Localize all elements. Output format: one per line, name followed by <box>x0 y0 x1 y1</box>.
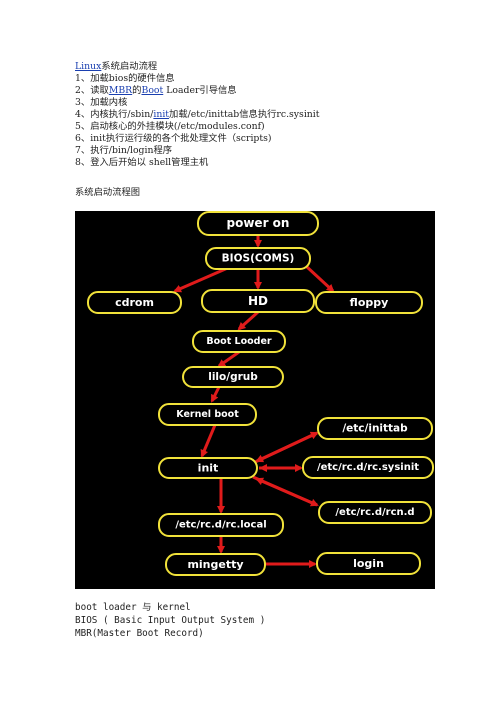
node-floppy: floppy <box>315 291 423 314</box>
node-init: init <box>158 457 258 479</box>
doc-title: Linux系统启动流程 <box>75 61 157 73</box>
step-1: 1、加载bios的硬件信息 <box>75 73 175 85</box>
arrow-inittab-init <box>255 431 318 463</box>
init-link[interactable]: init <box>153 109 170 120</box>
node-label: lilo/grub <box>208 371 258 383</box>
node-kernel-boot: Kernel boot <box>158 403 257 426</box>
arrow-bios-floppy <box>305 265 335 293</box>
node-label: Kernel boot <box>176 409 239 420</box>
node-label: BIOS(COMS) <box>222 253 295 265</box>
node-label: /etc/rc.d/rc.local <box>175 520 266 531</box>
node-cdrom: cdrom <box>87 291 182 314</box>
node-hd: HD <box>201 289 315 313</box>
node-label: mingetty <box>187 558 243 571</box>
step-text: 5、启动核心的外挂模块(/etc/modules.conf) <box>75 121 265 132</box>
node-rc-sysinit: /etc/rc.d/rc.sysinit <box>302 456 434 479</box>
step-5: 5、启动核心的外挂模块(/etc/modules.conf) <box>75 121 265 133</box>
step-text: 6、init执行运行级的各个批处理文件（scripts) <box>75 133 272 144</box>
arrow-kernel-init <box>200 424 217 458</box>
footer-line-2: BIOS ( Basic Input Output System ) <box>75 615 266 626</box>
step-7: 7、执行/bin/login程序 <box>75 145 172 157</box>
step-text: 1、加载bios的硬件信息 <box>75 73 175 84</box>
step-4: 4、内核执行/sbin/init加载/etc/inittab信息执行rc.sys… <box>75 109 320 121</box>
step-2: 2、读取MBR的Boot Loader引导信息 <box>75 85 237 97</box>
footer-line-3: MBR(Master Boot Record) <box>75 628 204 639</box>
node-power-on: power on <box>197 211 319 236</box>
arrow-bios-cdrom <box>173 265 231 293</box>
node-lilo-grub: lilo/grub <box>182 366 284 388</box>
node-rc-local: /etc/rc.d/rc.local <box>158 513 284 537</box>
node-label: HD <box>248 294 268 308</box>
arrow-rcn-init <box>255 477 318 507</box>
node-label: /etc/rc.d/rcn.d <box>335 507 414 518</box>
footer-line-1: boot loader 与 kernel <box>75 602 191 613</box>
node-label: floppy <box>350 296 389 309</box>
node-label: init <box>198 462 219 475</box>
node-mingetty: mingetty <box>165 553 266 576</box>
node-label: cdrom <box>115 296 154 309</box>
arrow-lilo-kernel <box>210 386 221 403</box>
arrow-hd-bootloader <box>237 310 260 331</box>
step-3: 3、加载内核 <box>75 97 127 109</box>
step-text: 加载/etc/inittab信息执行rc.sysinit <box>169 109 320 120</box>
step-text: 的 <box>132 85 142 96</box>
node-label: login <box>353 557 384 570</box>
step-text: 2、读取 <box>75 85 109 96</box>
step-8: 8、登入后开始以 shell管理主机 <box>75 157 208 169</box>
node-inittab: /etc/inittab <box>317 417 433 440</box>
step-text: 7、执行/bin/login程序 <box>75 145 173 156</box>
doc-title-text: 系统启动流程 <box>101 61 158 72</box>
node-login: login <box>316 552 421 575</box>
mbr-link[interactable]: MBR <box>108 85 133 96</box>
boot-flow-diagram: power on BIOS(COMS) cdrom HD floppy Boot… <box>75 211 435 589</box>
step-text: Loader引导信息 <box>163 85 237 96</box>
node-label: Boot Looder <box>206 336 271 347</box>
step-text: 3、加载内核 <box>75 97 128 108</box>
node-label: /etc/rc.d/rc.sysinit <box>317 462 419 473</box>
step-text: 4、内核执行/sbin/ <box>75 109 154 120</box>
node-label: power on <box>227 216 290 230</box>
node-bios: BIOS(COMS) <box>205 247 311 270</box>
step-text: 8、登入后开始以 shell管理主机 <box>75 157 209 168</box>
arrow-bootloader-lilo <box>217 350 240 368</box>
node-boot-loader: Boot Looder <box>192 330 286 353</box>
diagram-caption: 系统启动流程图 <box>75 187 141 198</box>
boot-link[interactable]: Boot <box>141 85 164 96</box>
node-label: /etc/inittab <box>342 423 408 435</box>
flow-arrows <box>173 235 335 568</box>
linux-link[interactable]: Linux <box>75 61 102 72</box>
node-rcn-d: /etc/rc.d/rcn.d <box>318 501 432 524</box>
step-6: 6、init执行运行级的各个批处理文件（scripts) <box>75 133 272 145</box>
